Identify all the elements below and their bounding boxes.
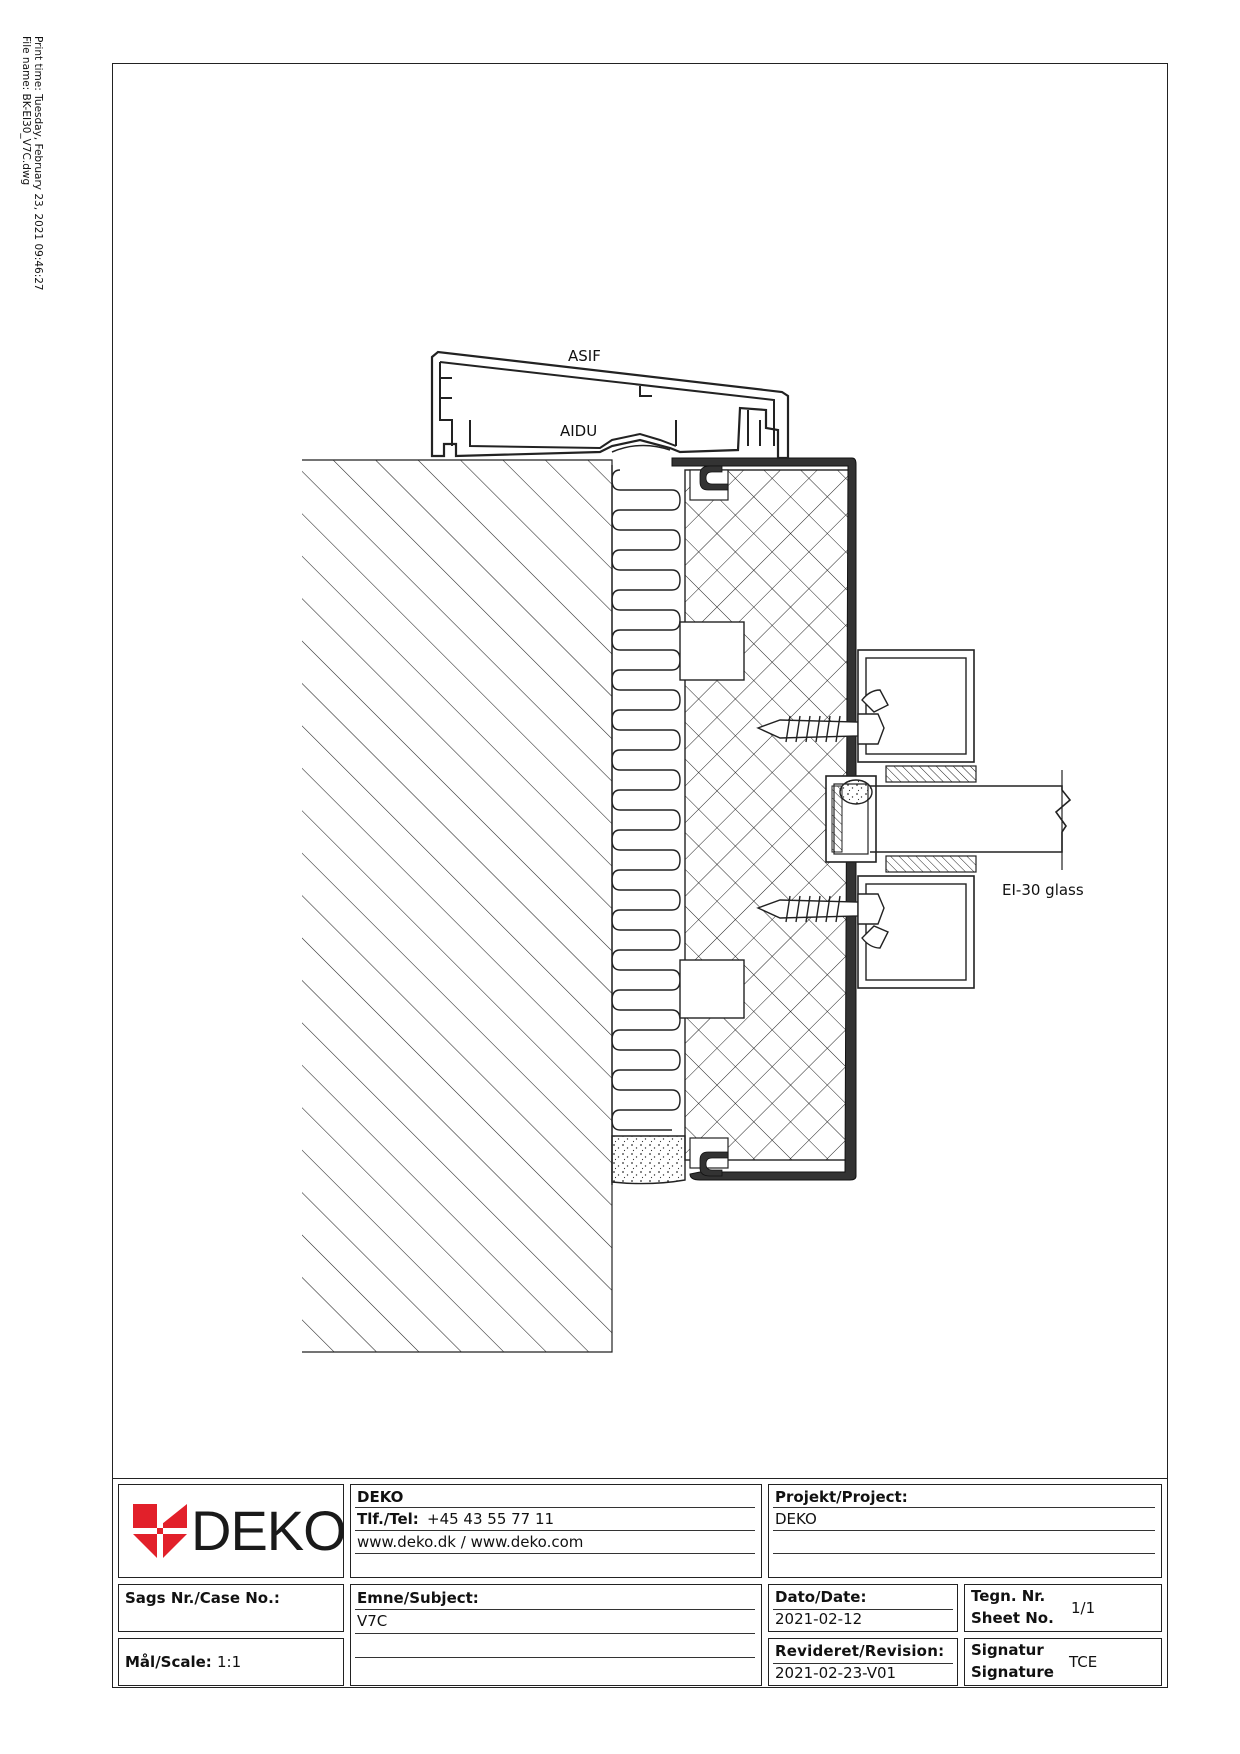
signature-value: TCE [1069, 1653, 1098, 1671]
glazing-beads [857, 649, 975, 989]
case-label: Sags Nr./Case No.: [125, 1589, 280, 1607]
date-label: Dato/Date: [775, 1588, 867, 1606]
scale-label: Mål/Scale: [125, 1653, 212, 1671]
logo-cell: DEKO [118, 1484, 347, 1578]
steel-frame [671, 457, 857, 1181]
insulation-strip [611, 465, 686, 1185]
sheet-cell: Tegn. Nr. Sheet No. 1/1 [964, 1584, 1162, 1632]
label-ei30-glass: EI-30 glass [1002, 881, 1084, 899]
deko-logo: DEKO [133, 1499, 347, 1562]
drawing-sheet-border [112, 63, 1168, 1688]
subject-cell: Emne/Subject: V7C [350, 1584, 762, 1686]
subject-value: V7C [357, 1612, 388, 1630]
deko-logo-icon [133, 1504, 187, 1558]
date-value: 2021-02-12 [775, 1610, 863, 1628]
project-value: DEKO [775, 1510, 817, 1528]
sheet-value: 1/1 [1071, 1599, 1096, 1617]
sheet-label-1: Tegn. Nr. [971, 1587, 1046, 1605]
revision-label: Revideret/Revision: [775, 1642, 945, 1660]
frame-core [679, 469, 851, 1169]
screws [756, 713, 885, 925]
signature-label-1: Signatur [971, 1641, 1044, 1659]
sheet-label-2: Sheet No. [971, 1609, 1054, 1627]
signature-label-2: Signature [971, 1663, 1054, 1681]
signature-cell: Signatur Signature TCE [964, 1638, 1162, 1686]
logo-wordmark: DEKO [191, 1499, 347, 1562]
tel-value: +45 43 55 77 11 [427, 1510, 555, 1528]
subject-label: Emne/Subject: [357, 1589, 479, 1607]
title-block: DEKO DEKO Tlf./Tel: +45 43 55 77 11 www.… [112, 1478, 1168, 1688]
project-label: Projekt/Project: [775, 1488, 908, 1506]
company-cell: DEKO Tlf./Tel: +45 43 55 77 11 www.deko.… [350, 1484, 762, 1578]
glass-pane [825, 765, 1072, 873]
project-cell: Projekt/Project: DEKO [768, 1484, 1162, 1578]
scale-cell: Mål/Scale: 1:1 [118, 1638, 344, 1686]
website-links: www.deko.dk / www.deko.com [357, 1533, 584, 1551]
revision-value: 2021-02-23-V01 [775, 1664, 897, 1682]
company-name: DEKO [357, 1488, 404, 1506]
top-cover-profile [430, 350, 790, 460]
tel-label: Tlf./Tel: [357, 1510, 419, 1528]
label-aidu: AIDU [560, 422, 597, 440]
case-cell: Sags Nr./Case No.: [118, 1584, 344, 1632]
scale-value: 1:1 [217, 1653, 242, 1671]
revision-cell: Revideret/Revision: 2021-02-23-V01 [768, 1638, 958, 1686]
wall-section [302, 459, 613, 1353]
date-cell: Dato/Date: 2021-02-12 [768, 1584, 958, 1632]
label-asif: ASIF [568, 347, 601, 365]
